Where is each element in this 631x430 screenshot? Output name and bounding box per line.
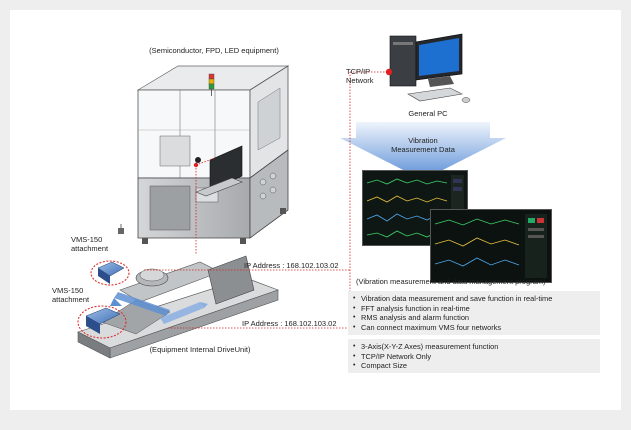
diagram-graphics — [77, 33, 506, 359]
tcp-ip-label: TCP/IP — [346, 67, 371, 76]
sensor-feature-item: Compact Size — [352, 361, 498, 371]
diagram-canvas: (Semiconductor, FPD, LED equipment) TCP/… — [10, 10, 621, 410]
program-feature-item: FFT analysis function in real-time — [352, 304, 552, 314]
sensor-feature-item: 3-Axis(X-Y-Z Axes) measurement function — [352, 342, 498, 352]
sensor-features-list: 3-Axis(X-Y-Z Axes) measurement function … — [352, 342, 498, 371]
drive-unit-illustration — [77, 224, 279, 359]
general-pc-label: General PC — [408, 109, 448, 118]
vms-attachment-2-label-line1: VMS-150 — [52, 286, 84, 295]
program-screenshot-front — [430, 209, 552, 283]
machine-node-dot — [193, 162, 199, 168]
ip-address-1: IP Address : 168.102.103.02 — [244, 261, 339, 270]
ip-address-2: IP Address : 168.102.103.02 — [242, 319, 337, 328]
vms-attachment-2-label-line2: attachment — [52, 295, 90, 304]
program-feature-item: Can connect maximum VMS four networks — [352, 323, 552, 333]
equipment-machine — [136, 65, 290, 244]
program-caption: (Vibration measurement and data manageme… — [356, 277, 546, 286]
equipment-caption: (Semiconductor, FPD, LED equipment) — [149, 46, 279, 55]
sensor-features-panel: 3-Axis(X-Y-Z Axes) measurement function … — [348, 339, 600, 373]
program-features-list: Vibration data measurement and save func… — [352, 294, 552, 332]
vibration-data-label-line2: Measurement Data — [391, 145, 455, 154]
program-feature-item: RMS analysis and alarm function — [352, 313, 552, 323]
data-flow-arrow — [340, 122, 506, 180]
general-pc-illustration — [389, 33, 471, 103]
vms-attachment-1-label-line1: VMS-150 — [71, 235, 103, 244]
sensor-feature-item: TCP/IP Network Only — [352, 352, 498, 362]
drive-unit-caption: (Equipment Internal DriveUnit) — [149, 345, 251, 354]
vibration-data-label-line1: Vibration — [408, 136, 438, 145]
connector-machine-detail — [195, 157, 216, 166]
fft-graph — [431, 210, 551, 282]
connector-lines — [144, 71, 387, 329]
program-features-panel: Vibration data measurement and save func… — [348, 291, 600, 335]
network-node-dot — [385, 68, 393, 76]
vms-attachment-1-label-line2: attachment — [71, 244, 109, 253]
program-feature-item: Vibration data measurement and save func… — [352, 294, 552, 304]
network-label: Network — [346, 76, 374, 85]
